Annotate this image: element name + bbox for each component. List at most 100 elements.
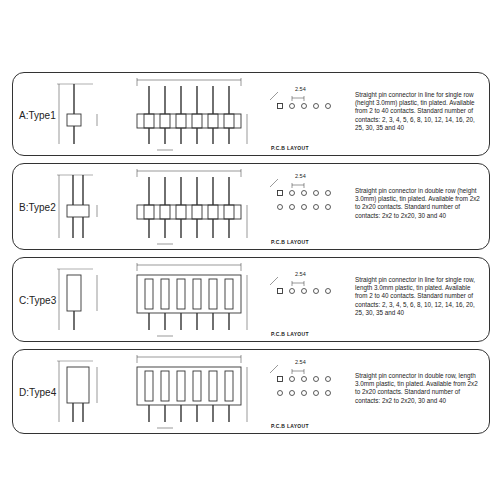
drawing-stroke — [97, 205, 98, 217]
drawing-stroke — [180, 86, 181, 114]
description-text: Straight pin connector in double row, le… — [355, 372, 483, 405]
type-label: A:Type1 — [19, 110, 56, 121]
drawing-stroke — [304, 96, 305, 101]
drawing-stroke — [180, 219, 181, 238]
drawing-stroke — [247, 205, 248, 238]
drawing-stroke — [82, 403, 83, 422]
drawing-stroke — [196, 313, 197, 330]
pitch-dimension: 2.54 — [294, 359, 307, 365]
drawing-stroke — [212, 313, 213, 330]
drawing-stroke — [247, 367, 248, 422]
drawing-stroke — [161, 371, 169, 401]
drawing-stroke — [193, 371, 201, 401]
drawing-stroke — [326, 104, 331, 109]
drawing-stroke — [137, 275, 241, 313]
drawing-stroke — [326, 205, 331, 210]
drawing-stroke — [292, 96, 293, 101]
drawing-stroke — [144, 114, 154, 128]
drawing-stroke — [137, 367, 241, 405]
drawing-stroke — [59, 269, 60, 330]
drawing-stroke — [196, 219, 197, 238]
drawing-stroke — [278, 191, 283, 196]
drawing-stroke — [228, 86, 229, 114]
drawing-stroke — [137, 80, 241, 81]
drawing-stroke — [302, 377, 307, 382]
drawing-stroke — [137, 171, 241, 172]
drawing-stroke — [278, 289, 283, 294]
drawing-stroke — [241, 169, 242, 177]
drawing-stroke — [290, 289, 295, 294]
drawing-stroke — [97, 114, 98, 126]
drawing-stroke — [177, 279, 185, 309]
drawing-stroke — [164, 313, 165, 330]
drawing-stroke — [72, 217, 73, 238]
pcb-layout-label: P.C.B LAYOUT — [271, 145, 309, 151]
drawing-stroke — [196, 405, 197, 422]
drawing-stroke — [292, 371, 304, 372]
drawing-stroke — [225, 371, 233, 401]
drawing-stroke — [157, 428, 173, 429]
drawing-stroke — [157, 244, 173, 245]
type-panel: D:Type4P.C.B LAYOUTStraight pin connecto… — [12, 349, 490, 434]
drawing-stroke — [302, 205, 307, 210]
drawing-stroke — [228, 177, 229, 205]
drawing-stroke — [164, 405, 165, 422]
drawing-stroke — [97, 367, 98, 403]
drawing-stroke — [212, 219, 213, 238]
pcb-layout-label: P.C.B LAYOUT — [271, 331, 309, 337]
description-text: Straight pin connector in double row (he… — [355, 187, 483, 220]
drawing-stroke — [270, 179, 278, 187]
drawing-stroke — [292, 369, 293, 374]
drawing-stroke — [196, 86, 197, 114]
drawing-stroke — [57, 175, 93, 176]
pitch-dimension: 2.54 — [294, 173, 307, 179]
drawing-stroke — [278, 205, 283, 210]
drawing-stroke — [144, 205, 154, 219]
drawing-stroke — [137, 114, 241, 128]
drawing-stroke — [57, 84, 93, 85]
pitch-dimension: 2.54 — [294, 86, 307, 92]
drawing-stroke — [148, 405, 149, 422]
pcb-layout-label: P.C.B LAYOUT — [271, 239, 309, 245]
drawing-stroke — [228, 313, 229, 330]
drawing-stroke — [160, 205, 170, 219]
drawing-stroke — [148, 86, 149, 114]
drawing-stroke — [59, 175, 60, 238]
drawing-stroke — [212, 405, 213, 422]
drawing-stroke — [247, 114, 248, 144]
drawing-stroke — [180, 313, 181, 330]
drawing-stroke — [228, 219, 229, 238]
drawing-stroke — [160, 114, 170, 128]
drawing-stroke — [224, 205, 234, 219]
drawing-stroke — [148, 128, 149, 144]
drawing-stroke — [137, 265, 241, 266]
drawing-stroke — [148, 219, 149, 238]
drawing-stroke — [304, 281, 305, 286]
drawing-stroke — [137, 263, 138, 271]
drawing-stroke — [314, 191, 319, 196]
drawing-stroke — [212, 86, 213, 114]
drawing-stroke — [278, 104, 283, 109]
drawing-stroke — [177, 371, 185, 401]
drawing-stroke — [157, 336, 173, 337]
drawing-stroke — [225, 279, 233, 309]
drawing-stroke — [302, 391, 307, 396]
drawing-stroke — [148, 177, 149, 205]
drawing-stroke — [208, 205, 218, 219]
drawing-stroke — [314, 391, 319, 396]
drawing-stroke — [161, 279, 169, 309]
drawing-stroke — [137, 205, 241, 219]
drawing-stroke — [270, 365, 278, 373]
drawing-stroke — [145, 279, 153, 309]
drawing-stroke — [73, 311, 74, 330]
drawing-stroke — [314, 377, 319, 382]
description-text: Straight pin connector in line for singl… — [355, 276, 483, 317]
drawing-stroke — [304, 183, 305, 188]
drawing-stroke — [302, 191, 307, 196]
drawing-stroke — [302, 289, 307, 294]
drawing-stroke — [241, 355, 242, 363]
type-panel: A:Type1P.C.B LAYOUTStraight pin connecto… — [12, 72, 490, 156]
drawing-stroke — [292, 281, 293, 286]
drawing-stroke — [314, 205, 319, 210]
